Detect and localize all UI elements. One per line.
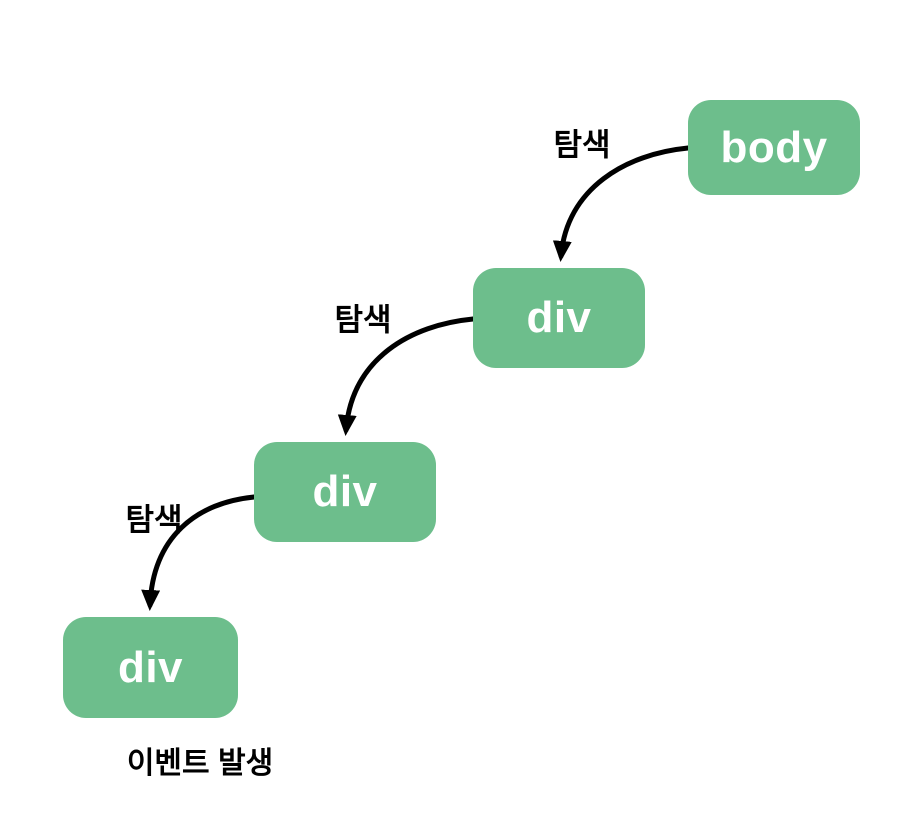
edge-label-traverse-2: 탐색	[334, 302, 392, 338]
node-div-2: div	[254, 442, 436, 542]
arrow-div1-to-div2	[337, 316, 476, 436]
node-body: body	[688, 100, 860, 195]
node-div-1-label: div	[526, 293, 592, 342]
event-origin-caption: 이벤트 발생	[126, 747, 274, 780]
edge-label-traverse-3: 탐색	[125, 502, 183, 538]
node-div-2-label: div	[312, 467, 378, 516]
node-body-label: body	[720, 122, 828, 172]
node-div-3: div	[63, 617, 238, 718]
edge-label-traverse-1: 탐색	[553, 127, 611, 163]
arrow-div2-to-div3	[141, 494, 257, 611]
node-div-3-label: div	[117, 642, 184, 692]
node-div-1: div	[473, 268, 645, 368]
arrow-body-to-div1	[552, 145, 691, 262]
